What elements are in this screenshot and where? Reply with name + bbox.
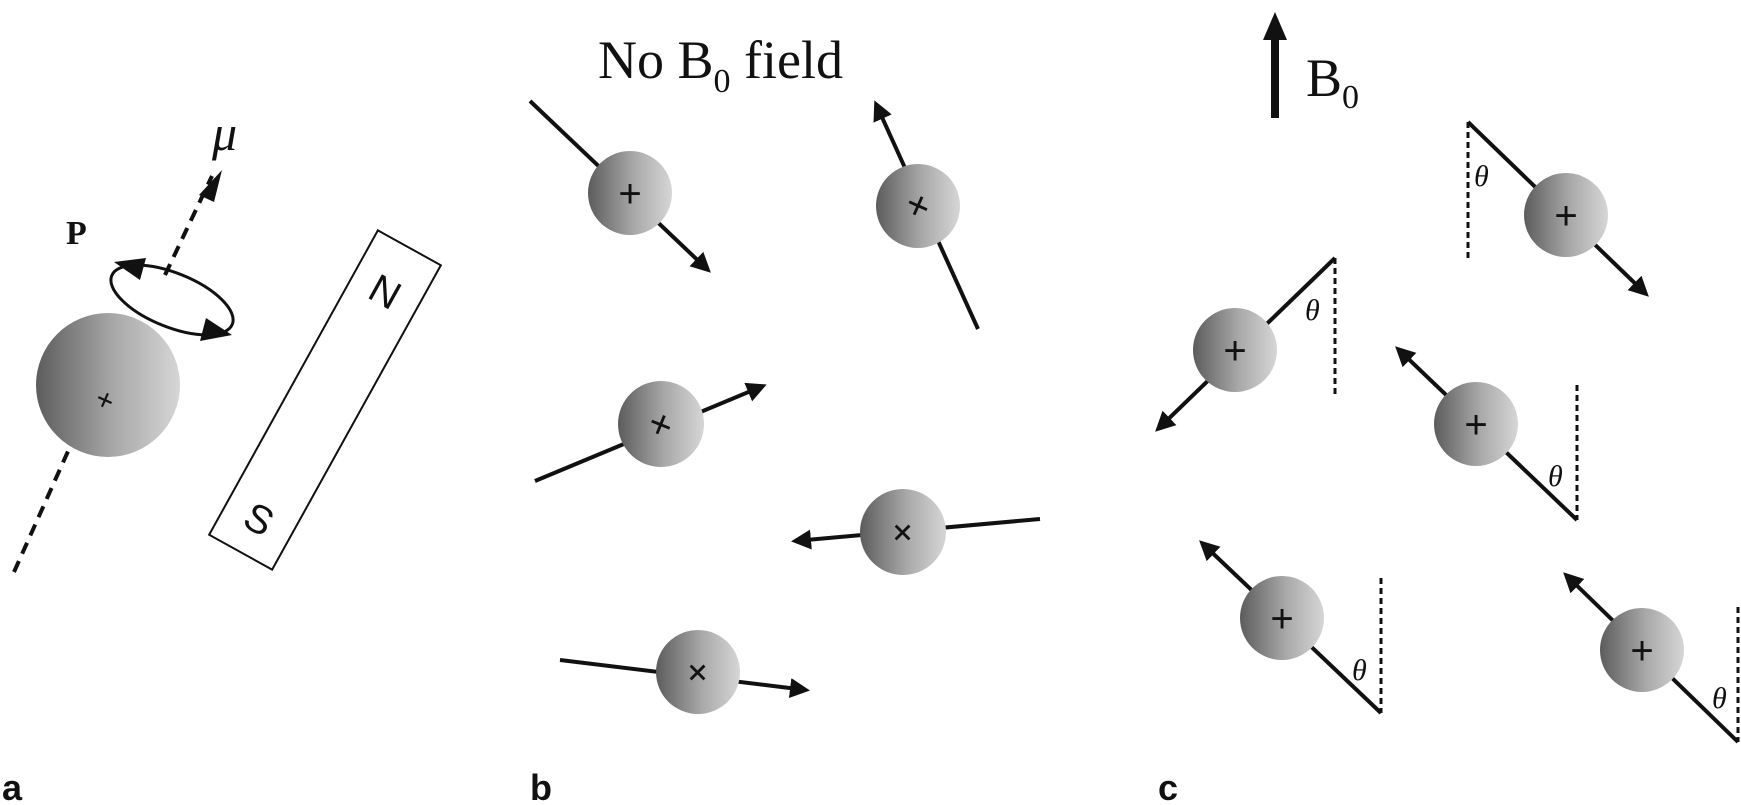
svg-text:θ: θ [1352,654,1367,687]
mu-label: μ [211,105,237,161]
random-spin-3: + [534,381,767,483]
b0-label: B0 [1306,48,1359,116]
nucleus-sphere-large [36,313,180,457]
aligned-spin-3: + θ [1395,346,1579,522]
svg-text:+: + [1464,403,1487,447]
panel-b: No B0 field + + + + + [528,30,1041,805]
svg-text:+: + [1554,194,1577,238]
panel-a: + μ P N S a [2,105,443,805]
precession-ellipse [109,263,235,337]
svg-text:θ: θ [1712,682,1727,715]
random-spin-1: + [528,99,711,273]
svg-text:+: + [1270,597,1293,641]
no-field-title: No B0 field [598,30,843,100]
svg-text:θ: θ [1474,160,1489,193]
aligned-spin-2: + θ [1155,256,1337,432]
panel-c-label: c [1158,767,1178,805]
svg-text:+: + [1223,329,1246,373]
mu-arrow-head [199,170,222,202]
svg-text:+: + [618,172,641,216]
random-spin-5: + [559,630,810,714]
aligned-spin-1: + θ [1466,120,1649,297]
random-spin-2: + [873,100,980,330]
panel-b-label: b [530,767,552,805]
aligned-spin-4: + θ [1199,540,1383,715]
precession-arrow-right-head [200,318,232,341]
panel-a-label: a [2,767,23,805]
random-spin-4: + [791,489,1041,575]
bar-magnet: N S [207,229,443,571]
spin-axis-lower [12,419,84,573]
svg-text:θ: θ [1305,294,1320,327]
b0-field-arrow [1263,12,1287,118]
svg-text:θ: θ [1548,460,1563,493]
panel-c: B0 + θ + θ + θ [1155,12,1740,805]
precession-arrow-left-head [114,258,146,280]
precession-label: P [66,215,87,252]
svg-text:+: + [1630,629,1653,673]
aligned-spin-5: + θ [1563,572,1740,744]
